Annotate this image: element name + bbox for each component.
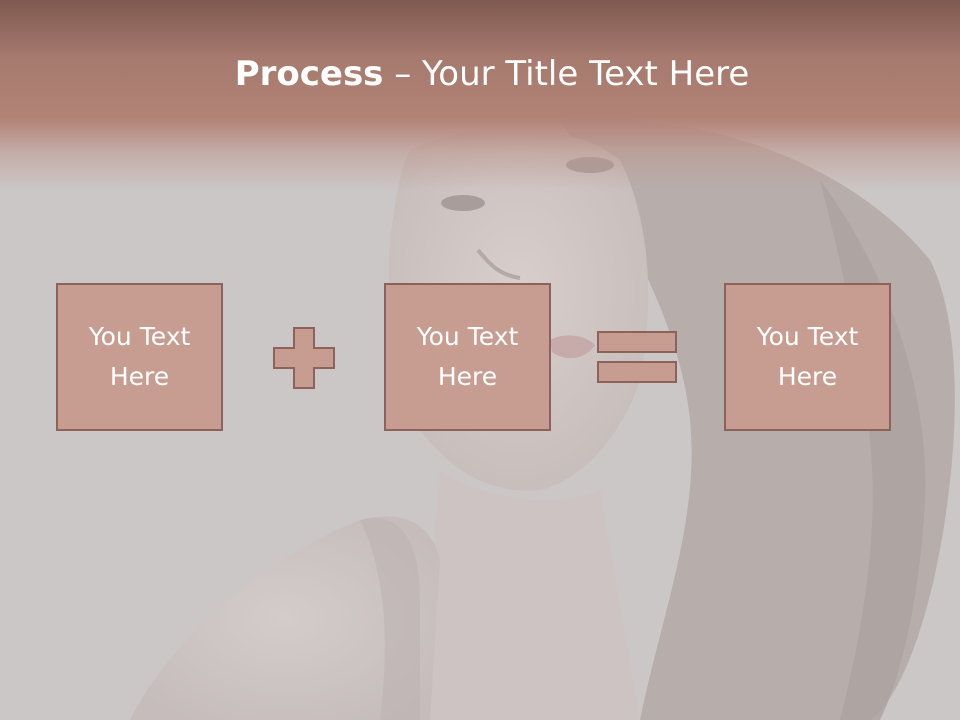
equals-icon [597,331,677,383]
box-3-text: You Text Here [756,322,859,391]
plus-icon [273,327,335,389]
title-rest: – Your Title Text Here [383,54,750,94]
box-2-text: You Text Here [416,322,519,391]
process-box-3: You Text Here [724,283,891,431]
slide-title: Process – Your Title Text Here [0,50,960,98]
title-band [0,0,960,190]
title-bold: Process [234,54,384,94]
box-1-text: You Text Here [88,322,191,391]
process-box-1: You Text Here [56,283,223,431]
process-box-2: You Text Here [384,283,551,431]
